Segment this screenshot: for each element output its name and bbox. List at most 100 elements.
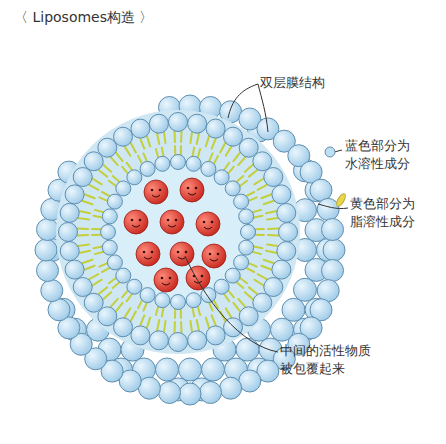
lipid-tail — [261, 266, 271, 270]
head-sphere — [202, 358, 225, 381]
face-smile — [132, 225, 140, 227]
leader-line — [228, 84, 258, 118]
head-sphere — [138, 377, 160, 399]
lipid-tail — [197, 133, 199, 144]
head-sphere — [37, 219, 59, 241]
lipid-tail — [147, 318, 150, 329]
head-sphere — [294, 278, 317, 301]
lipid-tail — [125, 146, 131, 155]
lipid-tail — [174, 131, 176, 142]
active-sphere — [144, 180, 168, 204]
head-sphere — [59, 223, 78, 242]
head-sphere — [277, 203, 296, 222]
head-sphere — [107, 255, 122, 270]
active-sphere — [124, 210, 148, 234]
outer-membrane — [35, 95, 345, 405]
head-sphere — [188, 114, 207, 133]
head-sphere — [253, 152, 272, 171]
face-eye — [143, 251, 146, 254]
face-eye — [139, 219, 142, 222]
lipid-tail — [110, 299, 117, 307]
head-sphere — [241, 225, 256, 240]
face-eye — [151, 251, 154, 254]
head-sphere — [322, 260, 344, 282]
face-smile — [162, 283, 170, 285]
lipid-tail — [116, 152, 123, 161]
head-sphere — [179, 383, 201, 405]
head-sphere — [73, 278, 92, 297]
head-sphere — [179, 358, 202, 381]
head-sphere — [200, 382, 222, 404]
face-smile — [144, 257, 152, 259]
face-smile — [188, 193, 196, 195]
lipid-tail — [77, 228, 88, 230]
lipid-tail — [79, 211, 90, 213]
lipid-tail — [264, 260, 275, 263]
lipid-tail — [98, 287, 107, 294]
head-sphere — [239, 307, 258, 326]
head-sphere — [264, 278, 283, 297]
lipid-tail — [233, 303, 240, 312]
head-sphere — [214, 279, 229, 294]
lipid-tail — [147, 136, 150, 147]
head-sphere — [323, 239, 345, 261]
lipid-tail — [174, 322, 176, 333]
head-sphere — [65, 260, 84, 279]
lipid-tail — [233, 152, 240, 161]
head-sphere — [279, 223, 298, 242]
active-sphere — [170, 242, 194, 266]
aqueous-core — [106, 160, 250, 304]
lipid-tail — [266, 211, 277, 213]
head-sphere — [140, 288, 155, 303]
leader-line — [258, 84, 268, 132]
lipid-tail — [267, 245, 278, 247]
face-eye — [167, 219, 170, 222]
head-sphere — [220, 377, 242, 399]
lipid-tail — [98, 170, 107, 177]
active-sphere — [154, 268, 178, 292]
head-sphere — [149, 331, 168, 350]
active-sphere — [196, 212, 220, 236]
lipid-tail — [164, 132, 166, 143]
head-sphere — [317, 280, 339, 302]
lipid-tail — [78, 245, 89, 247]
lipid-tail — [140, 315, 144, 325]
head-sphere — [225, 268, 240, 283]
lipid-tail — [157, 133, 159, 144]
lipid-tail — [245, 164, 253, 171]
lipid-tail — [197, 320, 199, 331]
head-sphere — [127, 279, 142, 294]
lipid-tail — [268, 228, 279, 230]
face-smile — [168, 225, 176, 227]
face-smile — [204, 227, 212, 229]
head-sphere — [169, 333, 188, 352]
lipid-tail — [238, 157, 245, 165]
head-sphere — [140, 161, 155, 176]
lipid-tail — [92, 280, 101, 286]
lipid-tail — [79, 251, 90, 253]
face-smile — [210, 259, 218, 261]
head-sphere — [131, 326, 150, 345]
head-sphere — [186, 156, 201, 171]
tail-sample — [335, 192, 347, 207]
head-sphere — [206, 326, 225, 345]
head-sphere — [310, 179, 332, 201]
head-sphere — [239, 209, 254, 224]
face-eye — [169, 277, 172, 280]
head-sphere — [155, 156, 170, 171]
head-sphere — [277, 242, 296, 261]
head-sphere — [206, 119, 225, 138]
lipid-tail — [131, 312, 136, 322]
head-sphere — [282, 298, 305, 321]
head-sphere — [60, 203, 79, 222]
lipid-tail — [89, 274, 99, 279]
head-sphere — [234, 194, 249, 209]
callout-label: 蓝色部分为 水溶性成分 — [345, 137, 417, 173]
active-substance — [124, 178, 226, 292]
head-sphere — [114, 318, 133, 337]
head-sphere — [116, 268, 131, 283]
face-eye — [217, 253, 220, 256]
head-sphere — [155, 293, 170, 308]
head-sphere — [224, 127, 243, 146]
